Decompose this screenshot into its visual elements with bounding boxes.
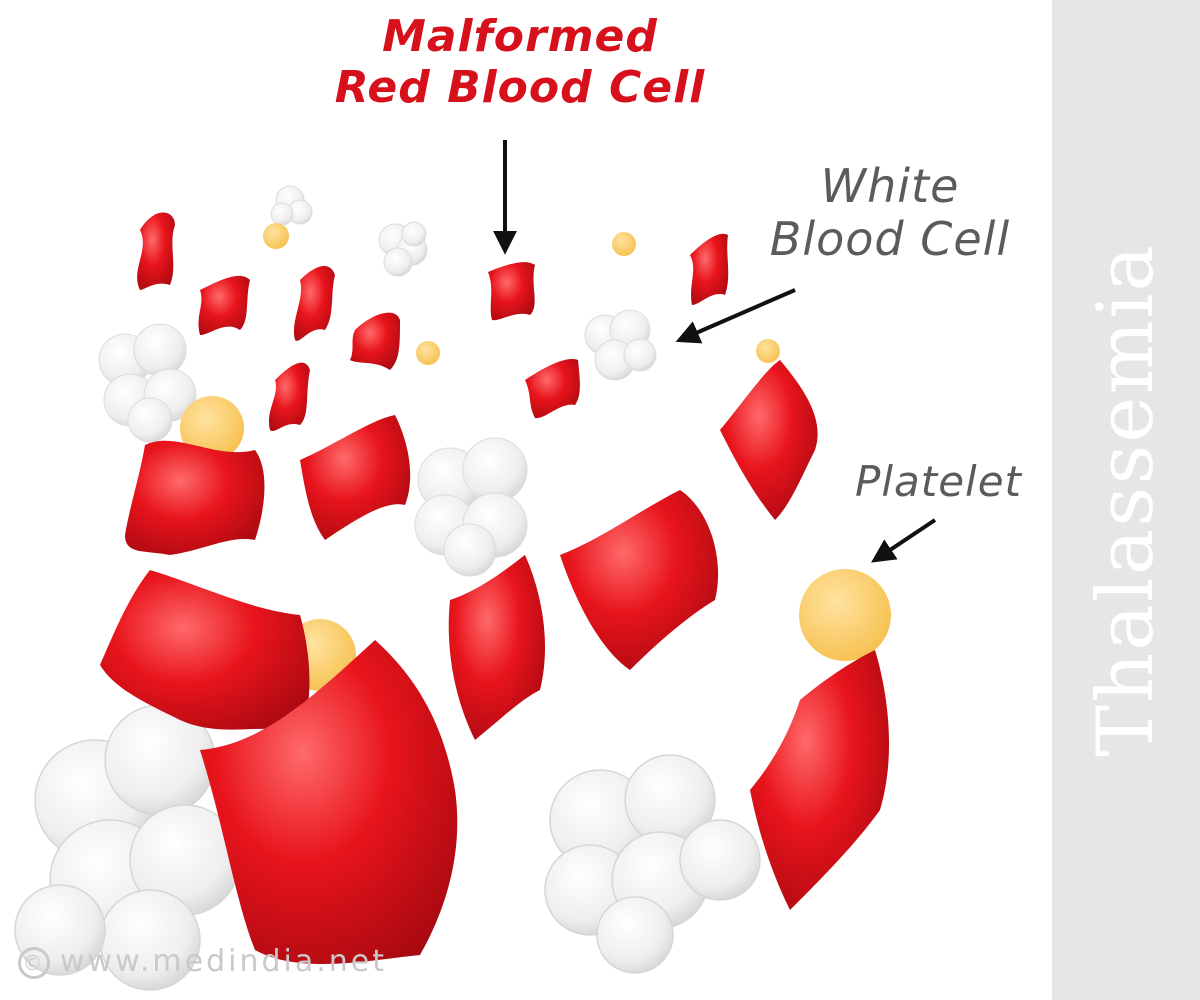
white-blood-cell-label: White Blood Cell bbox=[740, 160, 1040, 266]
red-blood-cell bbox=[488, 262, 535, 321]
arrow-to-white-cell bbox=[675, 288, 796, 344]
side-title: Thalassemia bbox=[1081, 243, 1171, 757]
wbc-label-line1: White bbox=[820, 159, 960, 213]
copyright-icon: © bbox=[18, 946, 50, 979]
platelet bbox=[263, 223, 289, 249]
platelet bbox=[612, 232, 636, 256]
malformed-rbc-label: Malformed Red Blood Cell bbox=[300, 11, 740, 113]
white-blood-cell bbox=[270, 185, 313, 226]
red-blood-cell bbox=[137, 212, 175, 290]
white-blood-cell bbox=[378, 221, 428, 277]
white-blood-cell bbox=[98, 323, 197, 443]
red-blood-cell bbox=[125, 440, 265, 555]
platelet bbox=[416, 341, 440, 365]
red-blood-cell bbox=[448, 555, 545, 740]
watermark: © www.medindia.net bbox=[18, 944, 387, 979]
red-blood-cell bbox=[525, 359, 580, 419]
red-blood-cell bbox=[720, 360, 818, 520]
red-blood-cell bbox=[200, 640, 458, 965]
red-blood-cell bbox=[300, 415, 411, 540]
red-blood-cell bbox=[100, 570, 310, 735]
red-blood-cell bbox=[293, 265, 335, 341]
red-blood-cell bbox=[198, 275, 250, 335]
red-blood-cell bbox=[268, 362, 310, 432]
white-blood-cell bbox=[544, 754, 761, 974]
wbc-label-line2: Blood Cell bbox=[769, 211, 1011, 266]
red-blood-cell bbox=[350, 312, 400, 370]
white-blood-cell bbox=[584, 309, 657, 381]
malformed-label-line2: Red Blood Cell bbox=[334, 61, 706, 113]
platelet bbox=[180, 396, 244, 460]
white-blood-cell bbox=[414, 437, 528, 577]
platelet-label: Platelet bbox=[855, 457, 1023, 506]
arrow-to-platelet bbox=[871, 518, 937, 563]
platelet bbox=[799, 569, 891, 661]
side-title-band bbox=[1052, 0, 1200, 1000]
red-blood-cell bbox=[560, 490, 719, 670]
red-blood-cell bbox=[750, 650, 890, 910]
platelet bbox=[756, 339, 780, 363]
watermark-text: www.medindia.net bbox=[60, 944, 387, 979]
red-blood-cell bbox=[690, 233, 729, 305]
malformed-label-line1: Malformed bbox=[382, 11, 658, 62]
